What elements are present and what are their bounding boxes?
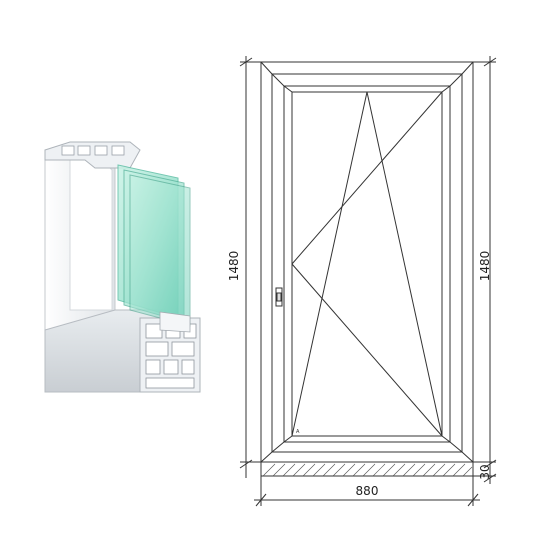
dimension-width: 880 xyxy=(356,484,379,498)
outer-frame xyxy=(260,61,474,463)
dimension-height-right: 1480 xyxy=(478,251,492,282)
window-elevation xyxy=(260,61,474,477)
sash-frame xyxy=(271,73,463,453)
profile-vertical-inner xyxy=(69,157,113,311)
glass-pane-front xyxy=(129,174,191,327)
turn-line-top xyxy=(291,91,443,265)
window-profile-cross-section xyxy=(44,141,201,393)
tilt-line-right xyxy=(366,91,443,437)
sill-hatching xyxy=(262,463,473,477)
dimension-lines xyxy=(239,56,497,507)
dimension-height-left: 1480 xyxy=(227,251,241,282)
profile-bottom-chambers xyxy=(145,323,197,389)
turn-line-bottom xyxy=(291,263,443,437)
glazing-bead xyxy=(159,311,191,333)
dimension-sill: 30 xyxy=(478,464,492,479)
glass-opening xyxy=(283,85,451,443)
handle-icon xyxy=(275,287,283,307)
sash-mark: A xyxy=(296,429,300,435)
sill-strip xyxy=(260,461,474,477)
profile-top-chambers xyxy=(61,145,125,156)
tilt-line-left xyxy=(291,91,368,437)
glass-inner-line xyxy=(291,91,443,437)
